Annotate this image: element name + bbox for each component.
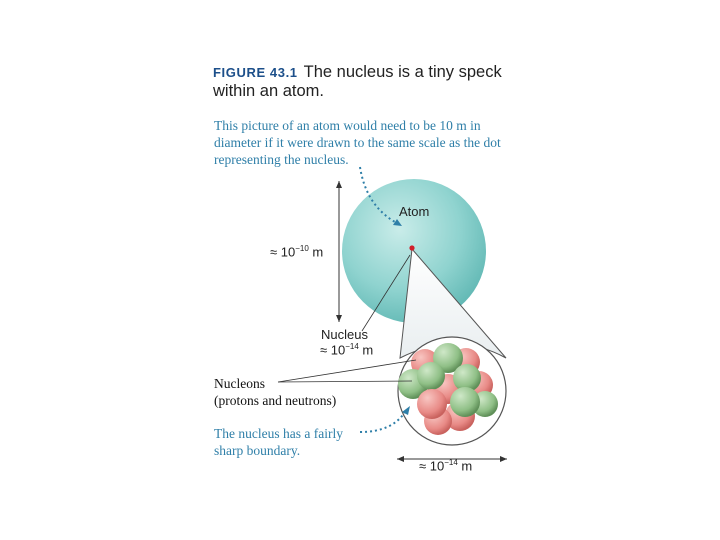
atom-size-exponent: −10 — [295, 244, 309, 253]
nucleon-cluster — [398, 343, 498, 435]
nucleus-dot — [409, 245, 415, 251]
nucleus-leader — [361, 254, 411, 332]
nucleus-size-label: ≈ 10−14 m — [320, 342, 374, 358]
boundary-note: The nucleus has a fairly sharp boundary. — [214, 426, 343, 458]
nucleons-label: Nucleons — [214, 376, 265, 391]
nucleon-leader-1 — [277, 359, 417, 383]
nucleus-size-exponent: −14 — [345, 342, 359, 351]
zoom-size-label: ≈ 10−14 m — [419, 458, 473, 474]
nucleons-detail-label: (protons and neutrons) — [214, 393, 337, 408]
atom-size-label: ≈ 10−10 m — [270, 244, 324, 260]
nucleus-label: Nucleus — [321, 327, 368, 342]
scale-note: This picture of an atom would need to be… — [214, 118, 501, 167]
zoom-size-exponent: −14 — [444, 458, 458, 467]
scale-note-arrow — [359, 166, 396, 223]
atom-label: Atom — [399, 204, 430, 219]
figure-title: The nucleus is a tiny speck within an at… — [213, 63, 502, 100]
nucleon-leader-2 — [277, 380, 413, 383]
figure-label: FIGURE 43.1 — [213, 65, 298, 80]
boundary-note-arrow — [359, 411, 406, 433]
